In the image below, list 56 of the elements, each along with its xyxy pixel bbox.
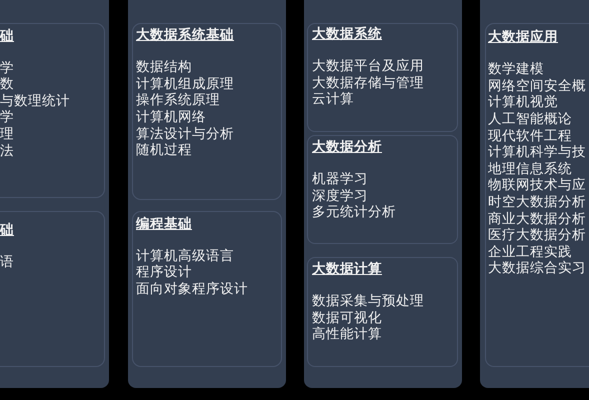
category-heading: 编程基础 [136, 214, 192, 232]
course-name: 企业工程实践 [488, 244, 572, 260]
course-name: 云计算 [312, 91, 354, 108]
course-name: 大数据平台及应用 [312, 58, 424, 75]
category-heading: 大数据系统基础 [136, 26, 234, 43]
course-name: 语 [0, 254, 14, 270]
course-name: 数据结构 [136, 59, 192, 76]
category-heading: 大数据分析 [312, 138, 382, 155]
course-name: 面向对象程序设计 [136, 280, 248, 298]
course-name: 计算机科学与技 [488, 144, 586, 161]
course-name: 商业大数据分析 [488, 210, 586, 228]
column-panel [128, 0, 286, 388]
course-name: 数据可视化 [312, 310, 382, 326]
column-panel [304, 0, 462, 388]
course-name: 程序设计 [136, 264, 192, 281]
course-name: 高性能计算 [312, 326, 382, 343]
course-name: 法 [0, 142, 14, 160]
course-name: 网络空间安全概 [488, 78, 586, 94]
category-box [0, 23, 105, 198]
course-name: 人工智能概论 [488, 110, 572, 128]
category-heading: 大数据计算 [312, 260, 382, 277]
course-name: 数学建模 [488, 61, 544, 78]
column-panel [0, 0, 109, 388]
course-name: 学 [0, 60, 14, 76]
category-box [132, 23, 282, 200]
course-name: 医疗大数据分析 [488, 227, 586, 244]
course-name: 与数理统计 [0, 92, 70, 110]
course-name: 深度学习 [312, 188, 368, 204]
course-name: 数 [0, 76, 14, 93]
category-box [0, 211, 105, 367]
course-name: 计算机网络 [136, 108, 206, 126]
column-panel [480, 0, 589, 388]
category-box [307, 23, 458, 132]
course-name: 多元统计分析 [312, 204, 396, 221]
course-name: 随机过程 [136, 142, 192, 159]
course-name: 计算机组成原理 [136, 76, 234, 92]
course-name: 学 [0, 109, 14, 126]
course-name: 计算机高级语言 [136, 248, 234, 264]
course-name: 理 [0, 126, 14, 143]
course-name: 时空大数据分析 [488, 194, 586, 211]
course-name: 大数据存储与管理 [312, 74, 424, 92]
course-name: 数据采集与预处理 [312, 293, 424, 310]
course-name: 操作系统原理 [136, 92, 220, 109]
category-box [485, 23, 589, 367]
course-name: 现代软件工程 [488, 128, 572, 144]
category-box [307, 257, 458, 367]
course-name: 计算机视觉 [488, 94, 558, 111]
category-heading: 大数据应用 [488, 28, 558, 45]
course-name: 大数据综合实习 [488, 260, 586, 277]
course-name: 算法设计与分析 [136, 126, 234, 142]
course-name: 地理信息系统 [488, 160, 572, 178]
course-name: 物联网技术与应 [488, 177, 586, 194]
course-name: 机器学习 [312, 171, 368, 188]
category-box [307, 135, 458, 244]
category-box [132, 211, 282, 367]
category-heading: 大数据系统 [312, 25, 382, 42]
